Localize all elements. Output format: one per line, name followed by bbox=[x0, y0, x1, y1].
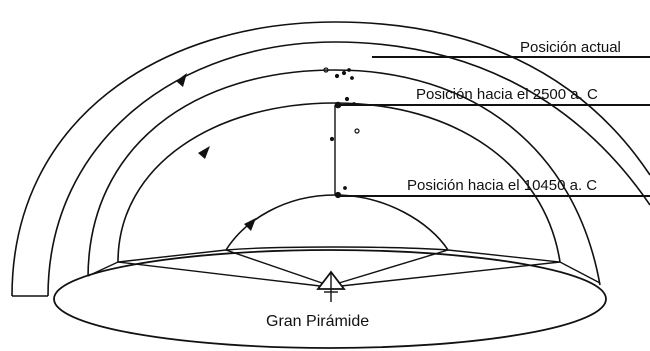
label-great-pyramid: Gran Pirámide bbox=[266, 313, 369, 330]
star bbox=[342, 71, 345, 74]
star-arc-10450 bbox=[226, 195, 448, 250]
star bbox=[335, 192, 340, 197]
star bbox=[335, 74, 338, 77]
label-position-10450: Posición hacia el 10450 a. C bbox=[407, 177, 597, 194]
star bbox=[351, 77, 354, 80]
stars bbox=[324, 68, 359, 198]
star bbox=[355, 129, 359, 133]
star bbox=[345, 97, 348, 100]
arrow-current bbox=[176, 73, 187, 87]
arrow-10450 bbox=[244, 218, 256, 231]
label-position-2500: Posición hacia el 2500 a. C bbox=[416, 86, 598, 103]
star bbox=[335, 102, 341, 108]
star bbox=[330, 137, 333, 140]
star bbox=[353, 103, 356, 106]
star bbox=[344, 187, 347, 190]
label-current-position: Posición actual bbox=[520, 39, 621, 56]
star bbox=[348, 69, 351, 72]
arrow-2500 bbox=[198, 146, 210, 159]
